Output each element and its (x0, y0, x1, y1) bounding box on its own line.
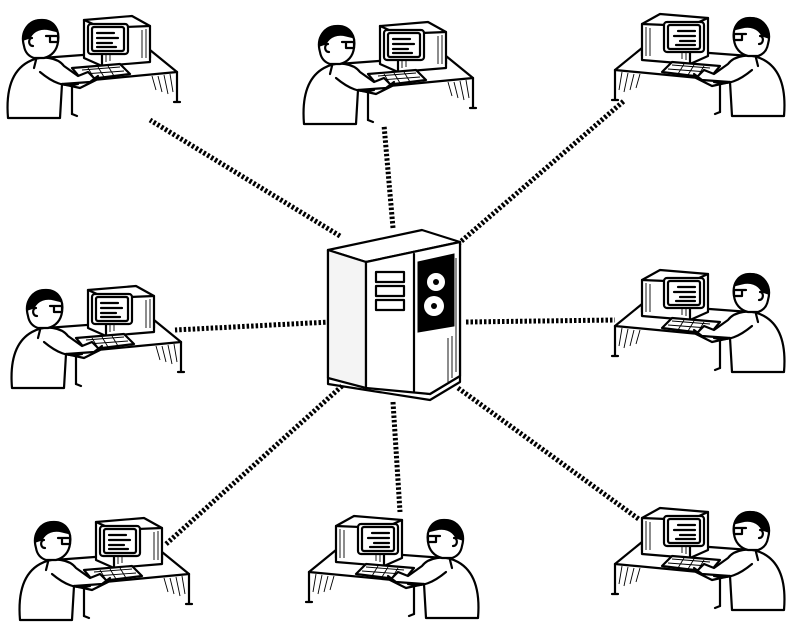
user-at-terminal-icon (8, 16, 180, 118)
user-at-terminal-icon (612, 508, 784, 610)
mainframe-icon (328, 230, 460, 400)
user-at-terminal-icon (12, 286, 184, 388)
wire-bottom-center (393, 402, 400, 512)
wire-top-center (384, 125, 393, 228)
user-at-terminal-icon (20, 518, 192, 620)
wire-top-right (458, 100, 625, 244)
wire-middle-right (466, 320, 615, 322)
wire-top-left (150, 120, 340, 236)
user-at-terminal-icon (612, 14, 784, 116)
user-at-terminal-icon (612, 270, 784, 372)
user-at-terminal-icon (304, 22, 476, 124)
wire-bottom-left (165, 386, 342, 545)
wire-middle-left (175, 322, 330, 330)
user-at-terminal-icon (306, 516, 478, 618)
wire-bottom-right (458, 388, 640, 520)
